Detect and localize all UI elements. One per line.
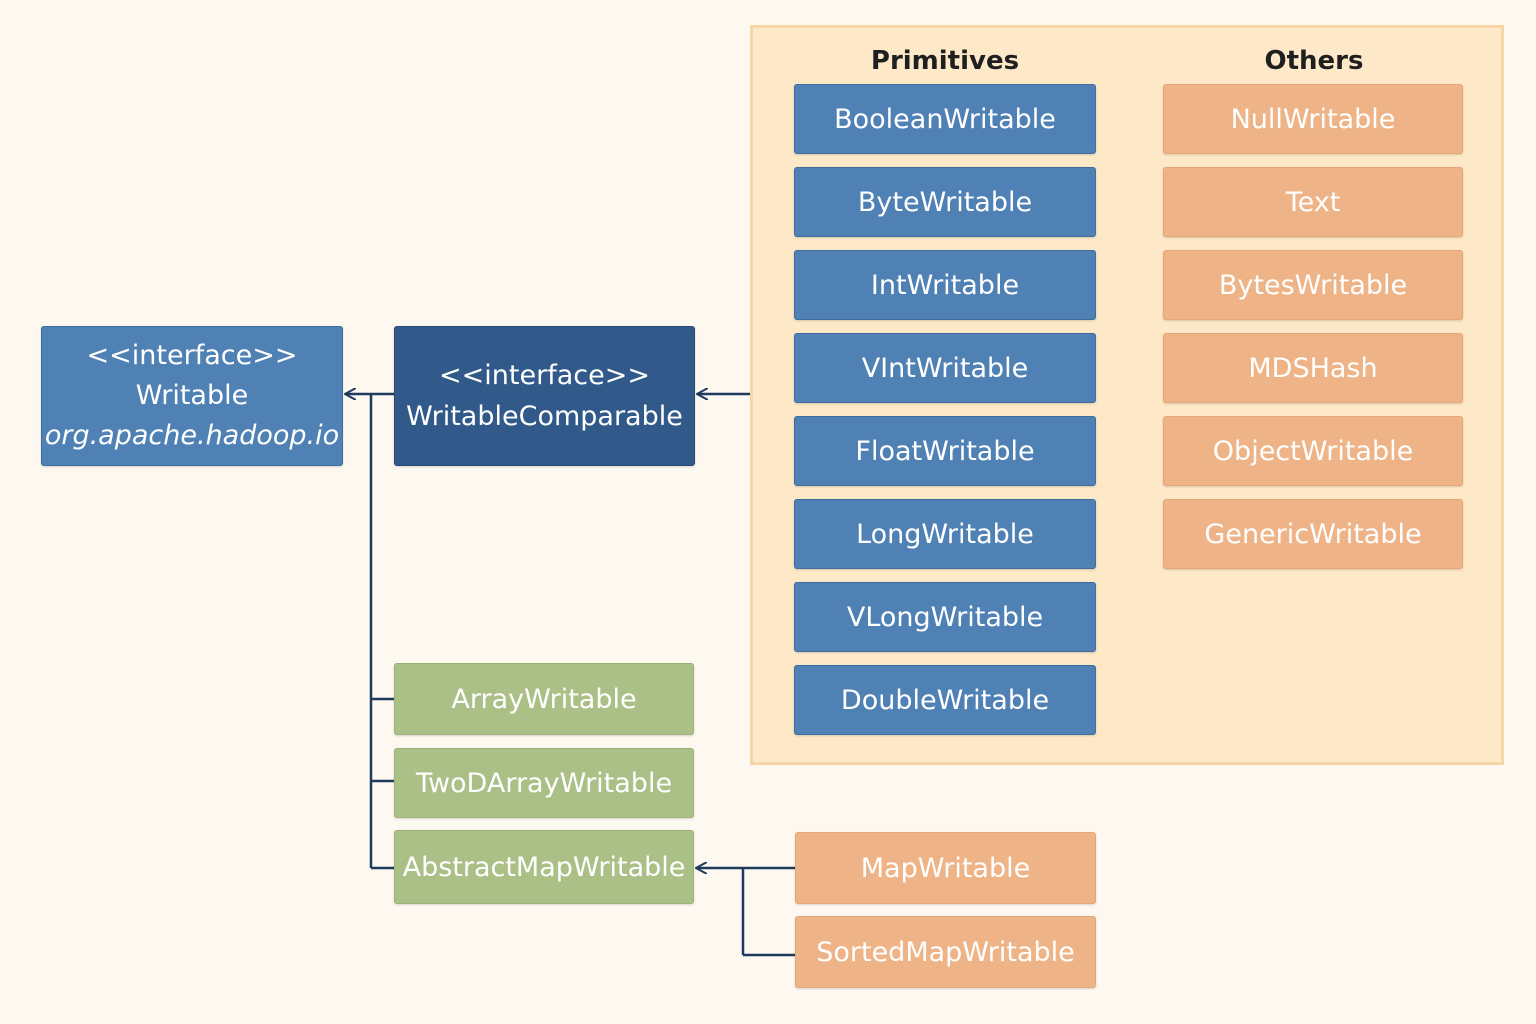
class-box-floatwritable[interactable]: FloatWritable — [794, 416, 1096, 486]
writable-comparable-stereotype: <<interface>> — [439, 360, 650, 391]
primitives-heading: Primitives — [870, 46, 1020, 76]
primitives-list: BooleanWritable ByteWritable IntWritable… — [794, 84, 1096, 748]
class-box-nullwritable[interactable]: NullWritable — [1163, 84, 1463, 154]
class-box-bytewritable[interactable]: ByteWritable — [794, 167, 1096, 237]
writable-package: org.apache.hadoop.io — [44, 420, 340, 451]
others-list: NullWritable Text BytesWritable MDSHash … — [1163, 84, 1463, 582]
writable-interface-box[interactable]: <<interface>> Writable org.apache.hadoop… — [41, 326, 343, 466]
class-box-arraywritable[interactable]: ArrayWritable — [394, 663, 694, 735]
class-box-genericwritable[interactable]: GenericWritable — [1163, 499, 1463, 569]
class-box-objectwritable[interactable]: ObjectWritable — [1163, 416, 1463, 486]
class-box-twodarraywritable[interactable]: TwoDArrayWritable — [394, 748, 694, 818]
class-box-doublewritable[interactable]: DoubleWritable — [794, 665, 1096, 735]
class-box-byteswritable[interactable]: BytesWritable — [1163, 250, 1463, 320]
class-box-booleanwritable[interactable]: BooleanWritable — [794, 84, 1096, 154]
class-box-vlongwritable[interactable]: VLongWritable — [794, 582, 1096, 652]
others-heading: Others — [1264, 46, 1364, 76]
class-box-mapwritable[interactable]: MapWritable — [795, 832, 1096, 904]
writable-comparable-interface-box[interactable]: <<interface>> WritableComparable — [394, 326, 695, 466]
class-box-mdshash[interactable]: MDSHash — [1163, 333, 1463, 403]
class-box-abstractmapwritable[interactable]: AbstractMapWritable — [394, 830, 694, 904]
class-box-intwritable[interactable]: IntWritable — [794, 250, 1096, 320]
class-box-sortedmapwritable[interactable]: SortedMapWritable — [795, 916, 1096, 988]
writable-stereotype: <<interface>> — [86, 340, 298, 371]
writable-name: Writable — [135, 380, 249, 411]
writable-comparable-name: WritableComparable — [406, 401, 683, 432]
class-box-longwritable[interactable]: LongWritable — [794, 499, 1096, 569]
class-box-vintwritable[interactable]: VIntWritable — [794, 333, 1096, 403]
class-box-text[interactable]: Text — [1163, 167, 1463, 237]
